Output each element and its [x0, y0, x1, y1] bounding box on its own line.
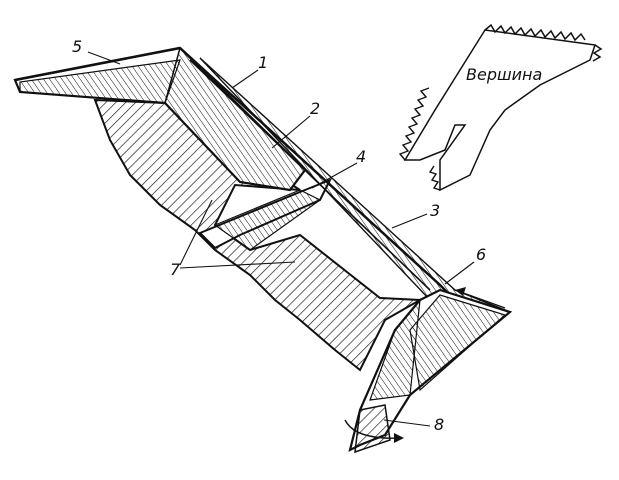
middle-bench	[198, 178, 333, 251]
upper-terrace	[13, 46, 307, 192]
lower-channel	[348, 288, 513, 454]
flow-arrow-6	[454, 287, 506, 309]
label-1: 1	[258, 53, 268, 72]
label-2: 2	[310, 99, 320, 118]
label-8: 8	[434, 415, 444, 434]
label-5: 5	[72, 37, 82, 56]
lower-slope-mass	[93, 98, 424, 372]
label-4: 4	[356, 147, 366, 166]
leader-lines	[87, 51, 475, 427]
label-6: 6	[476, 245, 486, 264]
label-7: 7	[170, 260, 181, 279]
inset-title: Вершина	[466, 65, 542, 84]
label-3: 3	[430, 201, 440, 220]
peak-inset: Вершина	[398, 23, 603, 192]
flow-arrow-8	[344, 419, 404, 443]
